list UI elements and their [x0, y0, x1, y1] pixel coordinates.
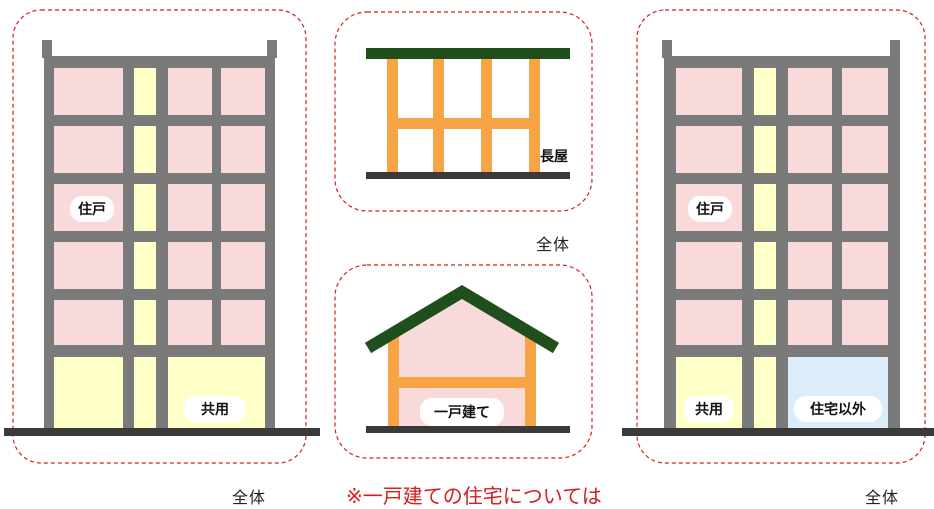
right-building [622, 40, 934, 436]
left-building [4, 40, 320, 436]
right-unit-label-bg [688, 196, 732, 222]
detached-house-note: ※一戸建ての住宅については [346, 484, 602, 508]
detached-house-boundary [334, 264, 593, 459]
left-common-label-bg [184, 396, 246, 422]
detached-house-label: 一戸建て [434, 404, 490, 421]
rowhouse-roof [366, 48, 570, 59]
left-common-label: 共用 [201, 401, 229, 418]
detached-house [364, 285, 570, 433]
right-unit-label: 住戸 [696, 201, 724, 218]
left-unit-label-bg [70, 196, 114, 222]
rowhouse-boundary [334, 11, 593, 212]
rowhouse-ground [366, 172, 570, 179]
right-non-residential-label-bg [794, 396, 882, 422]
right-common-label: 共用 [695, 401, 723, 418]
rowhouse-label: 長屋 [540, 149, 568, 165]
left-building-boundary [12, 9, 307, 464]
detached-ground [366, 426, 570, 433]
right-building-boundary [636, 9, 926, 464]
left-common-column [134, 68, 156, 428]
right-building-caption: 全体 [865, 488, 900, 507]
rowhouse-caption: 全体 [536, 235, 571, 254]
rowhouse-frame [366, 48, 570, 179]
left-unit-label: 住戸 [78, 201, 106, 218]
left-building-caption: 全体 [232, 488, 267, 507]
right-non-residential-label: 住宅以外 [810, 401, 866, 418]
detached-label-bg [420, 398, 504, 426]
right-common-column [754, 68, 776, 428]
right-common-label-bg [684, 396, 734, 422]
detached-roof [364, 285, 560, 354]
right-unit-cells [676, 68, 888, 345]
